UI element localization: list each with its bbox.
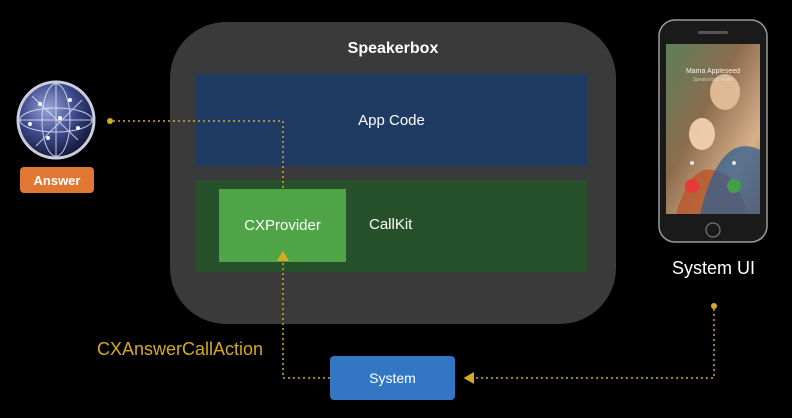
app-code-label: App Code [358,111,425,129]
connector-system-to-cxprovider [277,250,330,379]
cxprovider-label: CXProvider [244,217,321,234]
answer-button[interactable]: Answer [20,167,94,193]
callkit-label: CallKit [369,216,413,233]
network-globe-icon [16,80,96,160]
connector-systemui-to-system [463,303,717,384]
system-ui-label: System UI [671,258,755,278]
cxprovider-box: CXProvider [219,189,346,262]
accept-call-icon [727,179,741,193]
connector-answer-to-cxprovider [107,118,284,189]
decline-call-icon [685,179,699,193]
caller-subtitle: Speakerbox Audio [692,77,734,83]
app-code-box: App Code [196,74,587,166]
answer-button-label: Answer [33,172,81,188]
speakerbox-app-frame [170,22,616,324]
system-label: System [369,370,416,386]
iphone-device [658,19,768,243]
cxanswercallaction-label: CXAnswerCallAction [97,339,264,359]
system-box: System [330,356,455,400]
caller-name: Mama Appleseed [685,68,741,75]
speakerbox-title: Speakerbox [347,40,439,57]
